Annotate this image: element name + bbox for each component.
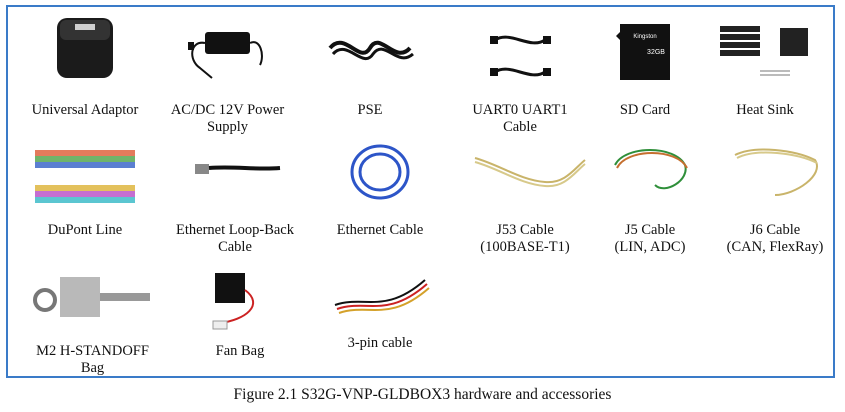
- label-3pin-cable: 3-pin cable: [347, 335, 413, 351]
- item-j6-cable: J6 Cable(CAN, FlexRay): [715, 140, 835, 265]
- item-j5-cable: J5 Cable(LIN, ADC): [595, 140, 705, 265]
- label-j6-cable: J6 Cable(CAN, FlexRay): [726, 222, 824, 255]
- item-pse: PSE: [305, 10, 435, 130]
- j6-cable-image: [715, 140, 835, 210]
- figure-caption: Figure 2.1 S32G-VNP-GLDBOX3 hardware and…: [233, 386, 612, 403]
- label-sd-card: SD Card: [619, 102, 671, 118]
- three-pin-cable-image: [315, 265, 445, 335]
- sd-card-brand: Kingston: [633, 34, 656, 40]
- label-pse: PSE: [357, 102, 383, 118]
- m2-standoff-image: [20, 265, 165, 335]
- label-dupont-line: DuPont Line: [47, 222, 123, 238]
- label-heat-sink: Heat Sink: [736, 102, 794, 118]
- item-ethernet-cable: Ethernet Cable: [315, 140, 445, 250]
- label-ethernet-cable: Ethernet Cable: [336, 222, 424, 238]
- heat-sink-image: [700, 10, 830, 80]
- dupont-line-image: [20, 140, 150, 210]
- sd-card-size: 32GB: [647, 49, 665, 56]
- label-fan-bag: Fan Bag: [215, 343, 265, 359]
- item-heat-sink: Heat Sink: [700, 10, 830, 130]
- item-j53-cable: J53 Cable(100BASE-T1): [450, 140, 600, 265]
- item-fan-bag: Fan Bag: [175, 265, 305, 365]
- universal-adaptor-image: [20, 10, 150, 80]
- j53-cable-image: [450, 140, 600, 210]
- item-universal-adaptor: Universal Adaptor: [20, 10, 150, 130]
- pse-image: [305, 10, 435, 80]
- ethernet-cable-image: [315, 140, 445, 210]
- figure-frame: [6, 5, 835, 378]
- fan-bag-image: [175, 265, 305, 335]
- item-dupont-line: DuPont Line: [20, 140, 150, 250]
- sd-card-image: Kingston 32GB: [590, 10, 700, 80]
- item-sd-card: Kingston 32GB SD Card: [590, 10, 700, 130]
- label-j5-cable: J5 Cable(LIN, ADC): [614, 222, 686, 255]
- item-3pin-cable: 3-pin cable: [315, 265, 445, 365]
- j5-cable-image: [595, 140, 705, 210]
- label-j53-cable: J53 Cable(100BASE-T1): [480, 222, 570, 255]
- label-universal-adaptor: Universal Adaptor: [31, 102, 139, 118]
- ethernet-loopback-image: [165, 140, 305, 210]
- uart-cable-image: [455, 10, 585, 80]
- power-supply-image: [160, 10, 295, 80]
